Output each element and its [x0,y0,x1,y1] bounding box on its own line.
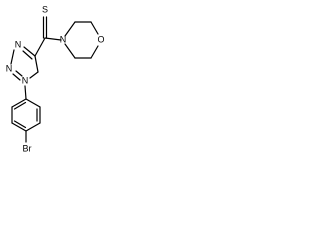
phenyl-bond-1 [25,98,41,108]
morpholine-bond-c4-n [64,43,76,59]
triazole-n1-label: N [22,75,29,85]
carbonyl-to-triazole-bond [34,37,46,57]
phenyl-ring [11,98,41,132]
morpholine-ring [64,21,99,59]
triazole-n1-c5-bond [29,71,39,79]
bromine-label: Br [23,143,32,153]
morpholine-oxygen-label: O [97,34,104,44]
triazole-c4-n3-bond [23,46,36,57]
triazole-n2-n1-bond [12,73,21,81]
phenyl-bond-6-inner [13,101,27,110]
morpholine-bond-c2-o [90,21,99,35]
triazole-c5-c4-bond [34,55,39,73]
morpholine-bond-n-c1 [64,21,76,37]
phenyl-bond-6 [11,98,27,108]
phenyl-bond-3 [25,122,41,132]
phenyl-bond-4 [11,122,27,132]
morpholine-bond-o-c3 [90,45,99,59]
thiocarbonyl-group [34,16,62,57]
triazole-n3-label: N [15,39,22,49]
triazole-n2-label: N [6,63,13,73]
triazole-to-phenyl-bond [24,85,27,100]
triazole-n3-n2-bond [10,49,15,65]
triazole-ring [10,46,39,81]
phenyl-bond-4-inner [13,120,27,129]
structure-canvas: S N O N N N Br [0,0,110,155]
sulfur-label: S [42,4,48,14]
carbonyl-to-n-bond [44,37,62,41]
morpholine-nitrogen-label: N [60,34,67,44]
chemical-structure-diagram: S N O N N N Br [6,4,105,153]
triazole-n2-n1-bond-inner [15,70,23,77]
triazole-c4-n3-bond-inner [22,50,33,60]
